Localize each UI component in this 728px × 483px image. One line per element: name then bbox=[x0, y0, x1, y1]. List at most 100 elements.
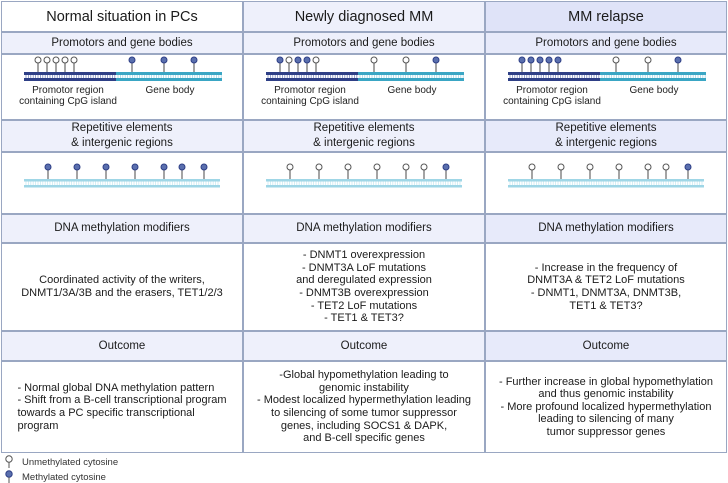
mm-relapse-outcome-text-cell: - Further increase in global hypomethyla… bbox=[485, 361, 727, 453]
gene-body-strand-bottom bbox=[358, 78, 464, 81]
normal-pc-outcome-text-cell: - Normal global DNA methylation pattern … bbox=[1, 361, 243, 453]
mm-relapse-outcome-title: Outcome bbox=[582, 339, 630, 352]
newly-diagnosed-mm-promoters-title: Promotors and gene bodies bbox=[293, 36, 435, 49]
promoter-strand-bottom bbox=[24, 78, 116, 81]
unmethylated-cytosine-icon bbox=[344, 163, 352, 179]
mm-relapse-promoters-title: Promotors and gene bodies bbox=[535, 36, 677, 49]
unmethylated-cytosine-icon bbox=[61, 56, 69, 72]
legend-methylated-label: Methylated cytosine bbox=[22, 471, 106, 483]
mm-relapse-modifiers-title-cell: DNA methylation modifiers bbox=[485, 214, 727, 243]
methylation-comparison-grid: Normal situation in PCs Newly diagnosed M… bbox=[1, 1, 727, 453]
normal-pc-repetitive-title-cell: Repetitive elements & intergenic regions bbox=[1, 120, 243, 152]
normal-pc-outcome-text: - Normal global DNA methylation pattern … bbox=[17, 381, 227, 432]
methylated-cytosine-icon bbox=[554, 56, 562, 72]
methylated-cytosine-icon bbox=[303, 56, 311, 72]
repetitive-strand-top bbox=[24, 179, 220, 182]
mm-relapse-modifiers-title: DNA methylation modifiers bbox=[538, 222, 674, 234]
gene-body-strand-top bbox=[358, 72, 464, 75]
unmethylated-cytosine-icon bbox=[285, 56, 293, 72]
newly-diagnosed-mm-outcome-text-cell: -Global hypomethylation leading to genom… bbox=[243, 361, 485, 453]
promoter-label-line: containing CpG island bbox=[503, 96, 601, 107]
newly-diagnosed-mm-modifiers-text: - DNMT1 overexpression - DNMT3A LoF muta… bbox=[296, 249, 432, 325]
repetitive-elements-diagram bbox=[266, 163, 462, 188]
newly-diagnosed-mm-header-cell: Newly diagnosed MM bbox=[243, 1, 485, 32]
mm-relapse-modifiers-text-cell: - Increase in the frequency of DNMT3A & … bbox=[485, 243, 727, 331]
promoter-strand-top bbox=[266, 72, 358, 75]
repetitive-strand-bottom bbox=[508, 185, 704, 188]
normal-pc-outcome-title-cell: Outcome bbox=[1, 331, 243, 361]
unmethylated-cytosine-icon bbox=[402, 163, 410, 179]
methylated-cytosine-icon bbox=[442, 163, 450, 179]
unmethylated-cytosine-icon bbox=[528, 163, 536, 179]
methylated-cytosine-icon bbox=[128, 56, 136, 72]
mm-relapse-repetitive-title-cell: Repetitive elements & intergenic regions bbox=[485, 120, 727, 152]
promoter-label-line: Promotor region bbox=[274, 85, 346, 96]
methylated-cytosine-icon bbox=[190, 56, 198, 72]
methylated-cytosine-icon bbox=[160, 56, 168, 72]
unmethylated-cytosine-icon bbox=[586, 163, 594, 179]
gene-body-label: Gene body bbox=[146, 85, 195, 96]
normal-pc-promoters-title: Promotors and gene bodies bbox=[51, 36, 193, 49]
gene-body-label: Gene body bbox=[388, 85, 437, 96]
unmethylated-cytosine-icon bbox=[52, 56, 60, 72]
methylated-cytosine-icon bbox=[131, 163, 139, 179]
methylated-cytosine-icon bbox=[518, 56, 526, 72]
methylated-cytosine-icon bbox=[432, 56, 440, 72]
normal-pc-repetitive-diagram-cell bbox=[1, 152, 243, 214]
methylated-cytosine-icon bbox=[684, 163, 692, 179]
newly-diagnosed-mm-modifiers-title: DNA methylation modifiers bbox=[296, 222, 432, 234]
normal-pc-header: Normal situation in PCs bbox=[46, 8, 198, 25]
newly-diagnosed-mm-repetitive-diagram-cell bbox=[243, 152, 485, 214]
repetitive-strand-bottom bbox=[24, 185, 220, 188]
methylated-cytosine-icon bbox=[73, 163, 81, 179]
mm-relapse-repetitive-title: Repetitive elements & intergenic regions bbox=[555, 122, 657, 149]
newly-diagnosed-mm-modifiers-text-cell: - DNMT1 overexpression - DNMT3A LoF muta… bbox=[243, 243, 485, 331]
unmethylated-cytosine-icon bbox=[420, 163, 428, 179]
unmethylated-cytosine-icon bbox=[612, 56, 620, 72]
unmethylated-cytosine-icon bbox=[70, 56, 78, 72]
legend-methylated: Methylated cytosine bbox=[4, 470, 106, 483]
unmethylated-cytosine-icon bbox=[315, 163, 323, 179]
mm-relapse-outcome-title-cell: Outcome bbox=[485, 331, 727, 361]
newly-diagnosed-mm-repetitive-title-cell: Repetitive elements & intergenic regions bbox=[243, 120, 485, 152]
repetitive-elements-diagram bbox=[24, 163, 220, 188]
legend-unmethylated: Unmethylated cytosine bbox=[4, 455, 118, 469]
promoter-label-line: Promotor region bbox=[32, 85, 104, 96]
methylated-cytosine-icon bbox=[545, 56, 553, 72]
methylated-cytosine-icon bbox=[160, 163, 168, 179]
mm-relapse-promoters-title-cell: Promotors and gene bodies bbox=[485, 32, 727, 54]
methylated-cytosine-icon bbox=[200, 163, 208, 179]
promoter-strand-top bbox=[508, 72, 600, 75]
repetitive-elements-diagram bbox=[508, 163, 704, 188]
mm-relapse-outcome-text: - Further increase in global hypomethyla… bbox=[498, 375, 713, 438]
promoter-label-line: containing CpG island bbox=[19, 96, 117, 107]
unmethylated-cytosine-icon bbox=[34, 56, 42, 72]
normal-pc-modifiers-text: Coordinated activity of the writers, DNM… bbox=[21, 274, 223, 299]
newly-diagnosed-mm-outcome-text: -Global hypomethylation leading to genom… bbox=[256, 369, 471, 445]
unmethylated-cytosine-icon bbox=[662, 163, 670, 179]
unmethylated-cytosine-icon bbox=[557, 163, 565, 179]
normal-pc-modifiers-title: DNA methylation modifiers bbox=[54, 222, 190, 234]
methylated-cytosine-icon bbox=[536, 56, 544, 72]
newly-diagnosed-mm-header: Newly diagnosed MM bbox=[294, 8, 434, 25]
mm-relapse-header-cell: MM relapse bbox=[485, 1, 727, 32]
repetitive-strand-top bbox=[508, 179, 704, 182]
normal-pc-modifiers-text-cell: Coordinated activity of the writers, DNM… bbox=[1, 243, 243, 331]
repetitive-strand-top bbox=[266, 179, 462, 182]
methylated-cytosine-icon bbox=[527, 56, 535, 72]
promoter-strand-bottom bbox=[508, 78, 600, 81]
legend-unmethylated-label: Unmethylated cytosine bbox=[22, 456, 119, 468]
mm-relapse-repetitive-diagram-cell bbox=[485, 152, 727, 214]
normal-pc-modifiers-title-cell: DNA methylation modifiers bbox=[1, 214, 243, 243]
newly-diagnosed-mm-outcome-title-cell: Outcome bbox=[243, 331, 485, 361]
unmethylated-cytosine-icon bbox=[370, 56, 378, 72]
repetitive-strand-bottom bbox=[266, 185, 462, 188]
normal-pc-header-cell: Normal situation in PCs bbox=[1, 1, 243, 32]
methylated-cytosine-icon bbox=[44, 163, 52, 179]
promoter-strand-bottom bbox=[266, 78, 358, 81]
methylated-cytosine-icon bbox=[674, 56, 682, 72]
